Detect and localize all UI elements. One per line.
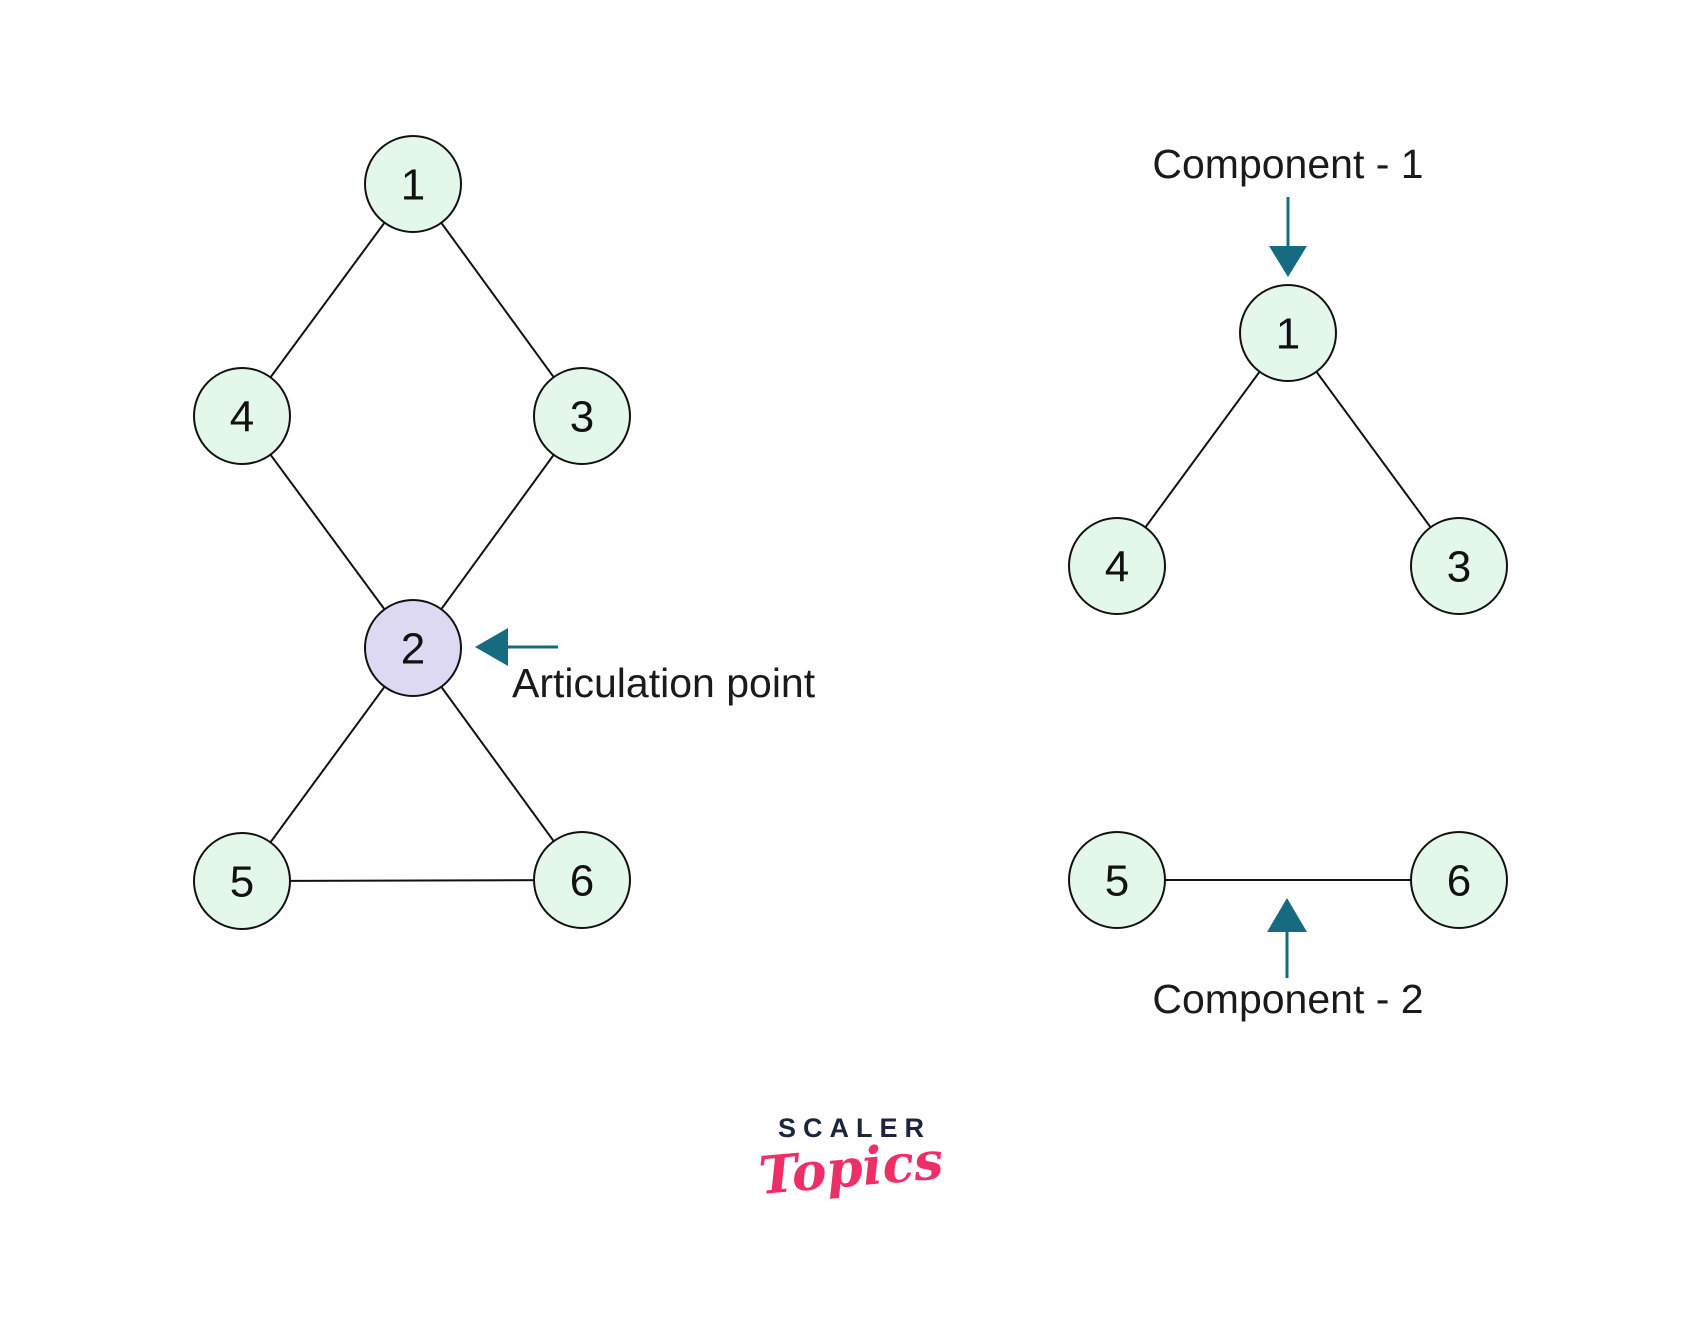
original-graph-node-label-2: 2 (401, 624, 425, 673)
component-1-annotation-label: Component - 1 (1152, 141, 1423, 187)
original-graph-node-6 (533, 831, 631, 929)
component-1-graph-node-4 (1068, 517, 1166, 615)
component-2-annotation-arrow-icon (1267, 898, 1307, 932)
component-1-annotation-arrow-icon (1269, 246, 1307, 277)
original-graph-node-label-1: 1 (401, 160, 425, 209)
original-graph-node-4 (193, 367, 291, 465)
articulation-point-annotation-label: Articulation point (512, 660, 816, 706)
original-graph-node-label-5: 5 (230, 857, 254, 906)
component-1-graph-node-label-1: 1 (1276, 309, 1300, 358)
scaler-topics-logo: SCALER Topics (701, 1113, 1001, 1207)
component-2-graph-node-5 (1068, 831, 1166, 929)
component-1-graph-node-3 (1410, 517, 1508, 615)
original-graph-node-2-articulation-point (364, 599, 462, 697)
component-1-graph-node-label-3: 3 (1447, 542, 1471, 591)
component-2-graph-node-6 (1410, 831, 1508, 929)
logo-brand-text: SCALER (777, 1113, 931, 1143)
component-2-annotation-label: Component - 2 (1152, 976, 1423, 1022)
component-2-graph-node-label-5: 5 (1105, 856, 1129, 905)
component-2-graph-node-label-6: 6 (1447, 856, 1471, 905)
original-graph-node-3 (533, 367, 631, 465)
original-graph-edge-5-6 (241, 879, 583, 882)
component-1-graph-node-label-4: 4 (1105, 542, 1129, 591)
original-graph-node-label-3: 3 (570, 392, 594, 441)
component-1-graph-node-1 (1239, 284, 1337, 382)
original-graph-node-label-4: 4 (230, 392, 254, 441)
original-graph-node-5 (193, 832, 291, 930)
original-graph-node-1 (364, 135, 462, 233)
original-graph-node-label-6: 6 (570, 856, 594, 905)
articulation-point-annotation-arrow-icon (475, 628, 508, 666)
